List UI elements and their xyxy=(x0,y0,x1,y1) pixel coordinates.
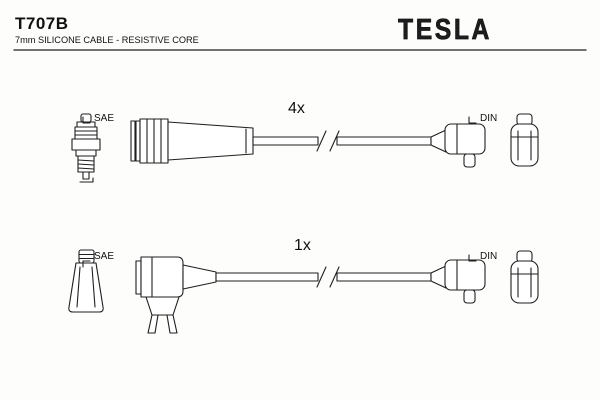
din-leader-line xyxy=(468,254,477,262)
kit-code: T707B xyxy=(15,14,69,33)
quantity-label: 4x xyxy=(288,100,305,117)
row-4x: SAE 4x DIN xyxy=(71,100,539,183)
tesla-brand-logo: TESLA xyxy=(398,14,492,46)
din-label: DIN xyxy=(480,251,497,262)
spark-plug-icon xyxy=(71,113,101,183)
row-1x: SAE 1x DIN xyxy=(68,237,539,334)
din-label: DIN xyxy=(480,113,497,124)
cable-break-icon xyxy=(316,266,340,288)
kit-subtitle: 7mm SILICONE CABLE - RESISTIVE CORE xyxy=(15,35,199,45)
plug-boot-icon xyxy=(430,123,486,168)
sae-leader-line xyxy=(82,260,91,268)
cone-boot-icon xyxy=(68,249,104,313)
cable-assembly-4x xyxy=(130,118,486,168)
quantity-label: 1x xyxy=(294,237,311,254)
cable-break-icon xyxy=(316,130,340,152)
cable-assembly-1x xyxy=(135,256,486,334)
sae-label: SAE xyxy=(94,113,114,124)
din-terminal-icon xyxy=(510,113,539,167)
din-leader-line xyxy=(468,116,477,124)
plug-boot-icon xyxy=(430,259,486,304)
sae-label: SAE xyxy=(94,251,114,262)
sae-leader-line xyxy=(82,116,91,124)
din-terminal-icon xyxy=(510,250,539,304)
